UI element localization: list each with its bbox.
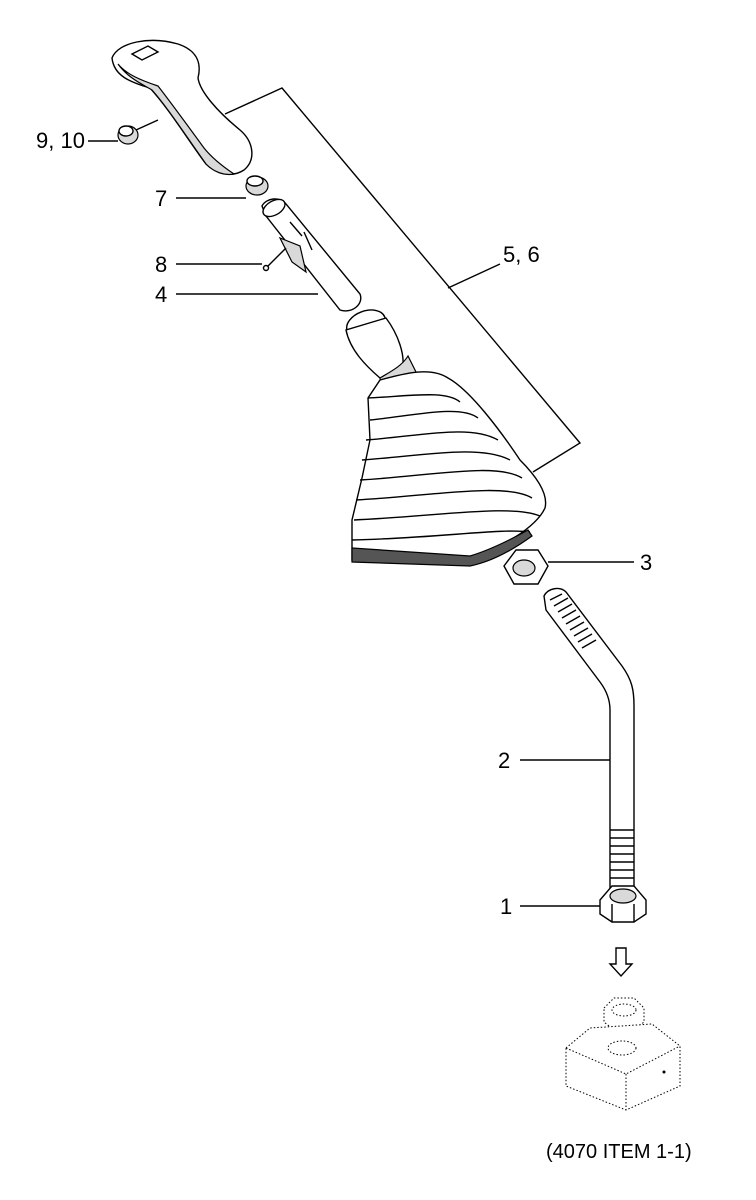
bracket-line-5-6 [224,87,582,473]
plug-9-10 [117,125,139,145]
tube-4 [261,198,362,312]
cap-7 [245,175,269,196]
nut-3 [503,549,549,585]
nut-1 [599,885,647,923]
callout-2: 2 [498,748,510,773]
callout-5-6: 5, 6 [503,242,540,267]
lever-rod-2 [543,587,635,891]
clip-8 [262,236,307,274]
detail-mounting-block [565,997,681,1111]
down-arrow-icon [608,947,634,978]
lever-knob [111,39,253,176]
callout-3: 3 [640,550,652,575]
callout-7: 7 [155,186,167,211]
figure-caption: (4070 ITEM 1-1) [546,1141,692,1163]
leader-5-6 [447,263,501,289]
callout-8: 8 [155,252,167,277]
rubber-boot [345,309,547,567]
callout-1: 1 [500,894,512,919]
callout-4: 4 [155,282,167,307]
callout-9-10: 9, 10 [36,128,85,153]
